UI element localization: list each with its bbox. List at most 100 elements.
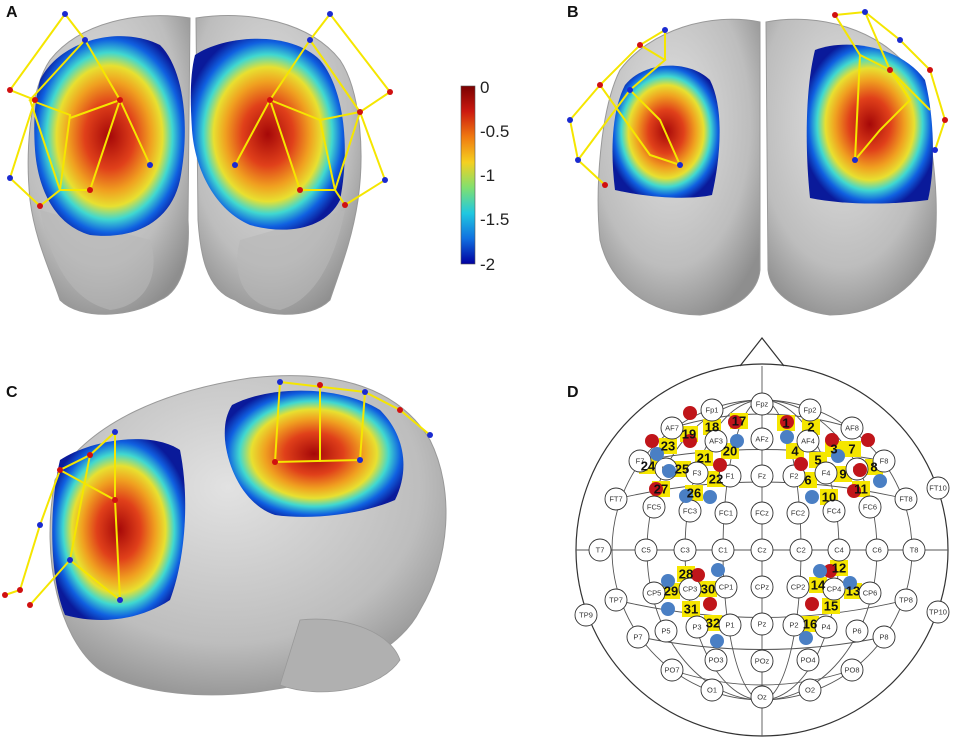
electrode-label: Oz [757, 693, 767, 702]
electrode-marker [872, 449, 896, 473]
electrode-label: FCz [755, 509, 769, 518]
electrode-c5: C5 [634, 538, 658, 562]
electrode-marker [714, 501, 738, 525]
panel-d-montage: FpzFp1Fp2AF7AF3AFzAF4AF8F7F5F3F1FzF2F4F6… [574, 337, 950, 737]
detector-optode [780, 430, 794, 444]
electrode-marker [673, 538, 697, 562]
activation-right [806, 44, 933, 204]
detector-optode [661, 574, 675, 588]
electrode-marker [704, 429, 728, 453]
electrode-cp3: CP3 [678, 577, 702, 601]
channel-number: 31 [684, 602, 698, 617]
detector-optode [662, 464, 676, 478]
electrode-af7: AF7 [660, 416, 684, 440]
electrode-marker [700, 678, 724, 702]
electrode-marker [798, 398, 822, 422]
electrode-marker [840, 416, 864, 440]
electrode-label: F1 [726, 472, 735, 481]
channel-highlight [682, 601, 700, 617]
electrode-label: P1 [725, 621, 734, 630]
electrode-cz: Cz [750, 538, 774, 562]
activation-left [34, 36, 185, 236]
channel-number: 18 [705, 420, 719, 435]
electrode-marker [827, 538, 851, 562]
electrode-marker [786, 575, 810, 599]
electrode-marker [574, 603, 598, 627]
detector-optode [831, 449, 845, 463]
electrode-p4: P4 [814, 615, 838, 639]
electrode-marker [626, 625, 650, 649]
channel-number: 20 [723, 444, 737, 459]
electrode-fz: Fz [750, 464, 774, 488]
source-optode [794, 457, 808, 471]
channel-number: 8 [870, 460, 877, 475]
electrode-label: C5 [641, 546, 651, 555]
electrode-ft7: FT7 [604, 487, 628, 511]
electrode-label: C6 [872, 546, 882, 555]
electrode-marker [718, 464, 742, 488]
electrode-label: FC6 [863, 503, 877, 512]
probe-lines-b-left [568, 29, 682, 186]
electrode-t8: T8 [902, 538, 926, 562]
electrode-label: Pz [758, 620, 767, 629]
detector-optode [661, 602, 675, 616]
channel-highlight [659, 438, 677, 454]
electrode-marker [814, 461, 838, 485]
source-optode [703, 597, 717, 611]
electrode-fc5: FC5 [642, 495, 666, 519]
electrode-label: POz [755, 657, 770, 666]
channel-highlight [699, 581, 717, 597]
detector-optode [813, 564, 827, 578]
channel-highlight [809, 577, 827, 593]
electrode-label: Cz [757, 546, 766, 555]
electrode-poz: POz [750, 649, 774, 673]
electrode-cp6: CP6 [858, 581, 882, 605]
electrode-marker [750, 392, 774, 416]
electrode-tp7: TP7 [604, 588, 628, 612]
electrode-marker [642, 495, 666, 519]
colorbar-tick-4: -2 [480, 255, 495, 274]
detector-optode [799, 631, 813, 645]
electrode-label: FT7 [609, 495, 622, 504]
electrode-marker [700, 398, 724, 422]
electrode-tp10: TP10 [926, 600, 950, 624]
electrode-p5: P5 [654, 619, 678, 643]
electrode-layer: FpzFp1Fp2AF7AF3AFzAF4AF8F7F5F3F1FzF2F4F6… [574, 392, 950, 709]
electrode-label: FC4 [827, 507, 841, 516]
electrode-label: P6 [852, 627, 861, 636]
channel-number: 27 [654, 482, 668, 497]
channel-number: 29 [664, 584, 678, 599]
electrode-marker [678, 577, 702, 601]
electrode-marker [789, 538, 813, 562]
channel-number: 10 [822, 490, 836, 505]
electrode-label: TP10 [929, 608, 947, 617]
electrode-fc6: FC6 [858, 495, 882, 519]
electrode-c3: C3 [673, 538, 697, 562]
probe-optodes-c [2, 379, 433, 608]
electrode-marker [750, 501, 774, 525]
electrode-marker [711, 538, 735, 562]
channel-number: 22 [709, 472, 723, 487]
detector-optode [710, 634, 724, 648]
activation-right [190, 38, 345, 230]
electrode-marker [926, 476, 950, 500]
electrode-c1: C1 [711, 538, 735, 562]
detector-optode [703, 490, 717, 504]
electrode-marker [786, 501, 810, 525]
channel-number: 11 [854, 482, 868, 497]
electrode-label: C1 [718, 546, 728, 555]
electrode-label: P5 [661, 627, 670, 636]
channel-number: 21 [697, 451, 711, 466]
electrode-label: P3 [692, 623, 701, 632]
channel-number: 19 [682, 427, 696, 442]
electrode-label: FT10 [929, 484, 947, 493]
electrode-label: TP8 [899, 596, 913, 605]
source-optode [728, 415, 742, 429]
electrode-marker [718, 613, 742, 637]
electrode-p7: P7 [626, 625, 650, 649]
panel-a-brain [7, 11, 393, 315]
electrode-marker [858, 581, 882, 605]
electrode-marker [660, 416, 684, 440]
electrode-marker [872, 625, 896, 649]
